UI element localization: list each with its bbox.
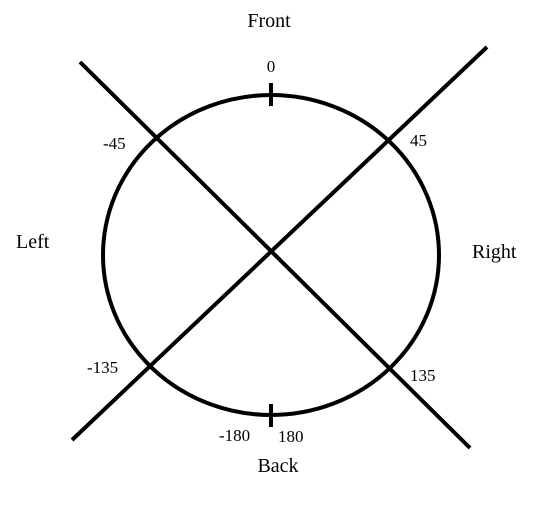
diagonal-line-front-left-to-back-right [78, 60, 472, 450]
angle-label-45: 45 [410, 131, 427, 150]
label-left: Left [16, 231, 50, 253]
label-front: Front [247, 10, 291, 32]
angle-label-minus-45: -45 [103, 134, 126, 153]
angle-label-135: 135 [410, 366, 436, 385]
angle-label-minus-135: -135 [87, 358, 118, 377]
angle-label-minus-180: -180 [219, 426, 250, 445]
diagonal-line-front-right-to-back-left [70, 45, 489, 442]
angle-label-180: 180 [278, 427, 304, 446]
angle-label-0: 0 [267, 57, 276, 76]
label-right: Right [472, 241, 517, 263]
label-back: Back [257, 455, 298, 477]
